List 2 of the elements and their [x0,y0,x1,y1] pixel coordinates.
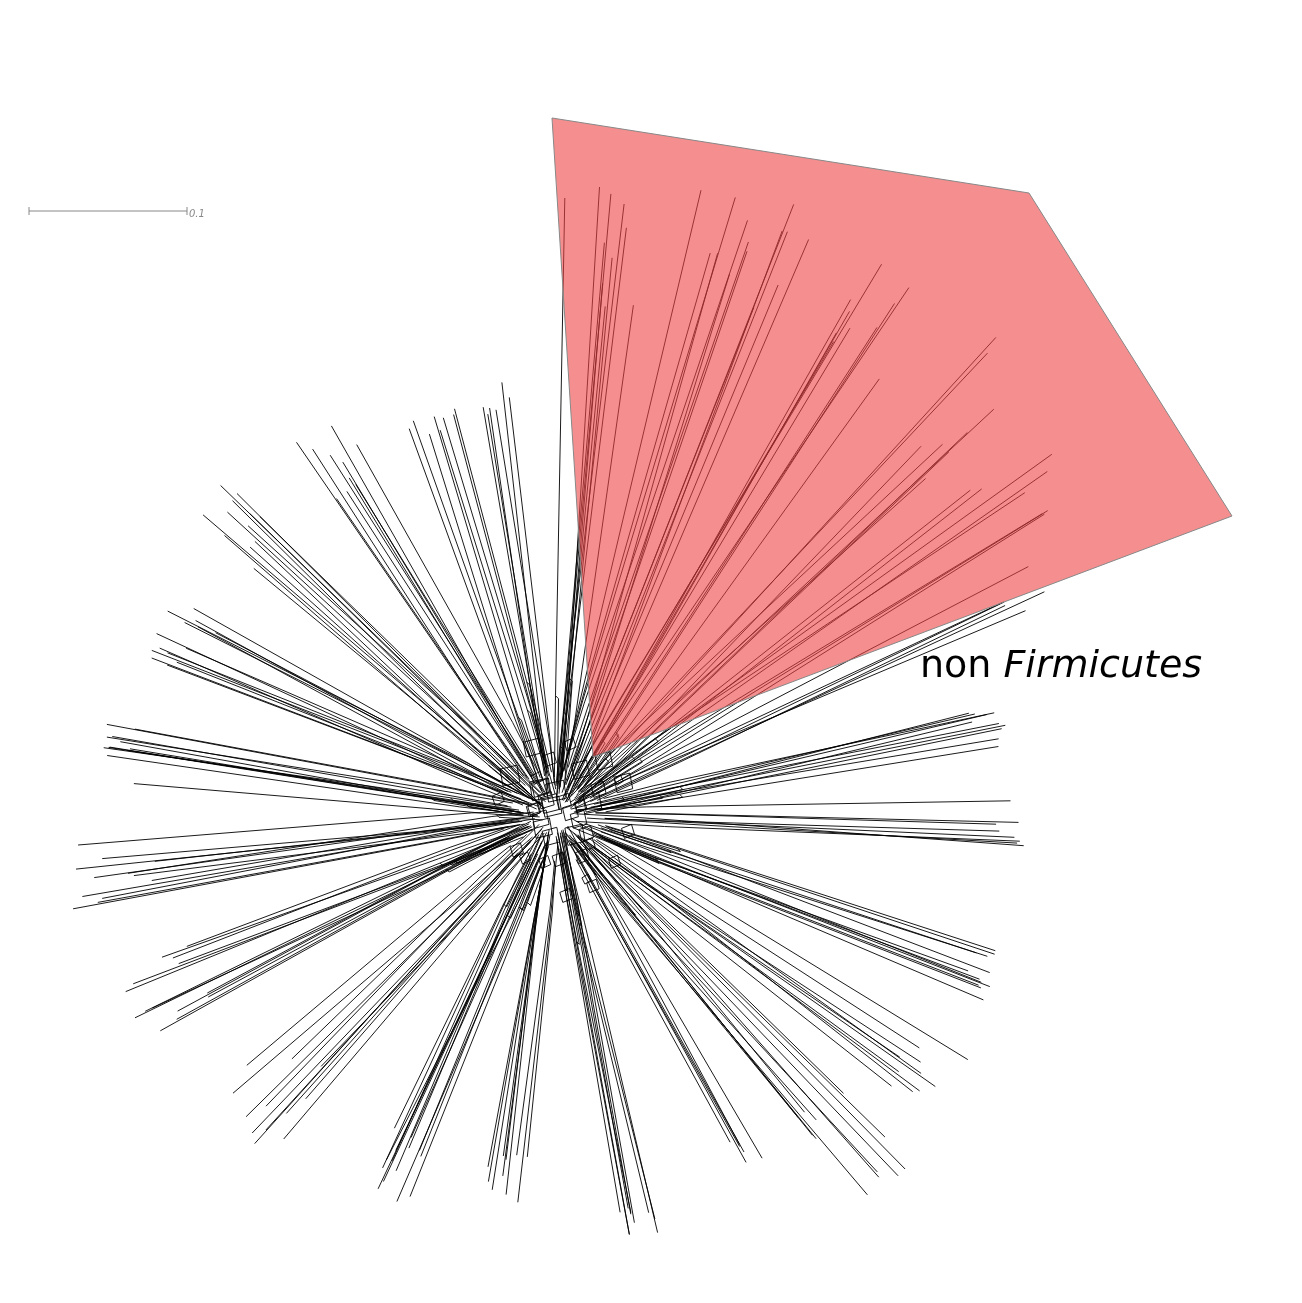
scale-label: 0.1 [189,209,205,219]
group-label: non Firmicutes [920,645,1203,683]
